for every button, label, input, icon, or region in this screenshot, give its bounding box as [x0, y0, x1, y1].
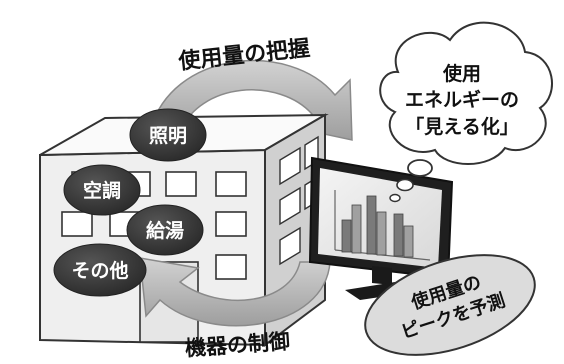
cloud-text-line2: エネルギーの: [405, 89, 519, 111]
bubble-hot-water: 給湯: [126, 204, 204, 256]
bottom-cycle-arrow: [139, 257, 331, 327]
peak-forecast-oval: [364, 254, 536, 356]
cloud-text-line3: 「見える化」: [405, 115, 518, 138]
bubble-other-label: その他: [71, 259, 128, 282]
bubble-lighting-label: 照明: [149, 125, 187, 147]
bubble-ac-label: 空調: [83, 179, 121, 202]
cloud-text-line1: 使用: [442, 63, 481, 85]
bubble-other: その他: [53, 243, 147, 297]
bubble-hot-water-label: 給湯: [146, 219, 184, 242]
thought-cloud-icon: [379, 21, 553, 203]
bubble-air-conditioning: 空調: [63, 164, 141, 216]
top-cycle-arrow: [149, 59, 353, 141]
bubble-lighting: 照明: [129, 108, 207, 162]
bar-chart-icon: [334, 190, 431, 261]
